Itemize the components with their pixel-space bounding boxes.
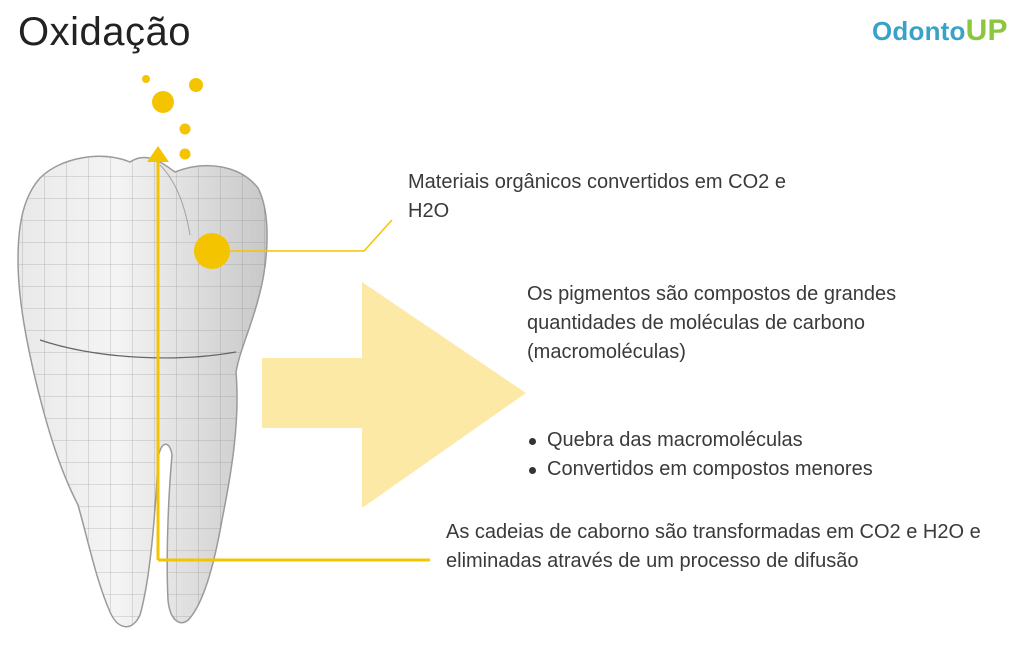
bullet-item: Quebra das macromoléculas xyxy=(527,426,873,455)
organic-material-marker xyxy=(194,219,393,269)
diffusion-arrow xyxy=(147,146,430,562)
odontoup-logo: OdontoUP xyxy=(872,14,1008,48)
oxygen-bubbles xyxy=(142,75,203,160)
logo-text-up: UP xyxy=(965,14,1008,47)
label-organic-materials: Materiais orgânicos convertidos em CO2 e… xyxy=(408,171,786,222)
logo-text-odonto: Odonto xyxy=(872,16,966,46)
label-carbon-chains: As cadeias de caborno são transformadas … xyxy=(446,521,981,572)
bullet-list: Quebra das macromoléculas Convertidos em… xyxy=(527,426,873,484)
bullet-item: Convertidos em compostos menores xyxy=(527,455,873,484)
label-pigments: Os pigmentos são compostos de grandes qu… xyxy=(527,283,897,363)
tooth-illustration xyxy=(17,155,268,628)
big-right-arrow xyxy=(262,282,526,508)
page-title: Oxidação xyxy=(18,10,191,54)
